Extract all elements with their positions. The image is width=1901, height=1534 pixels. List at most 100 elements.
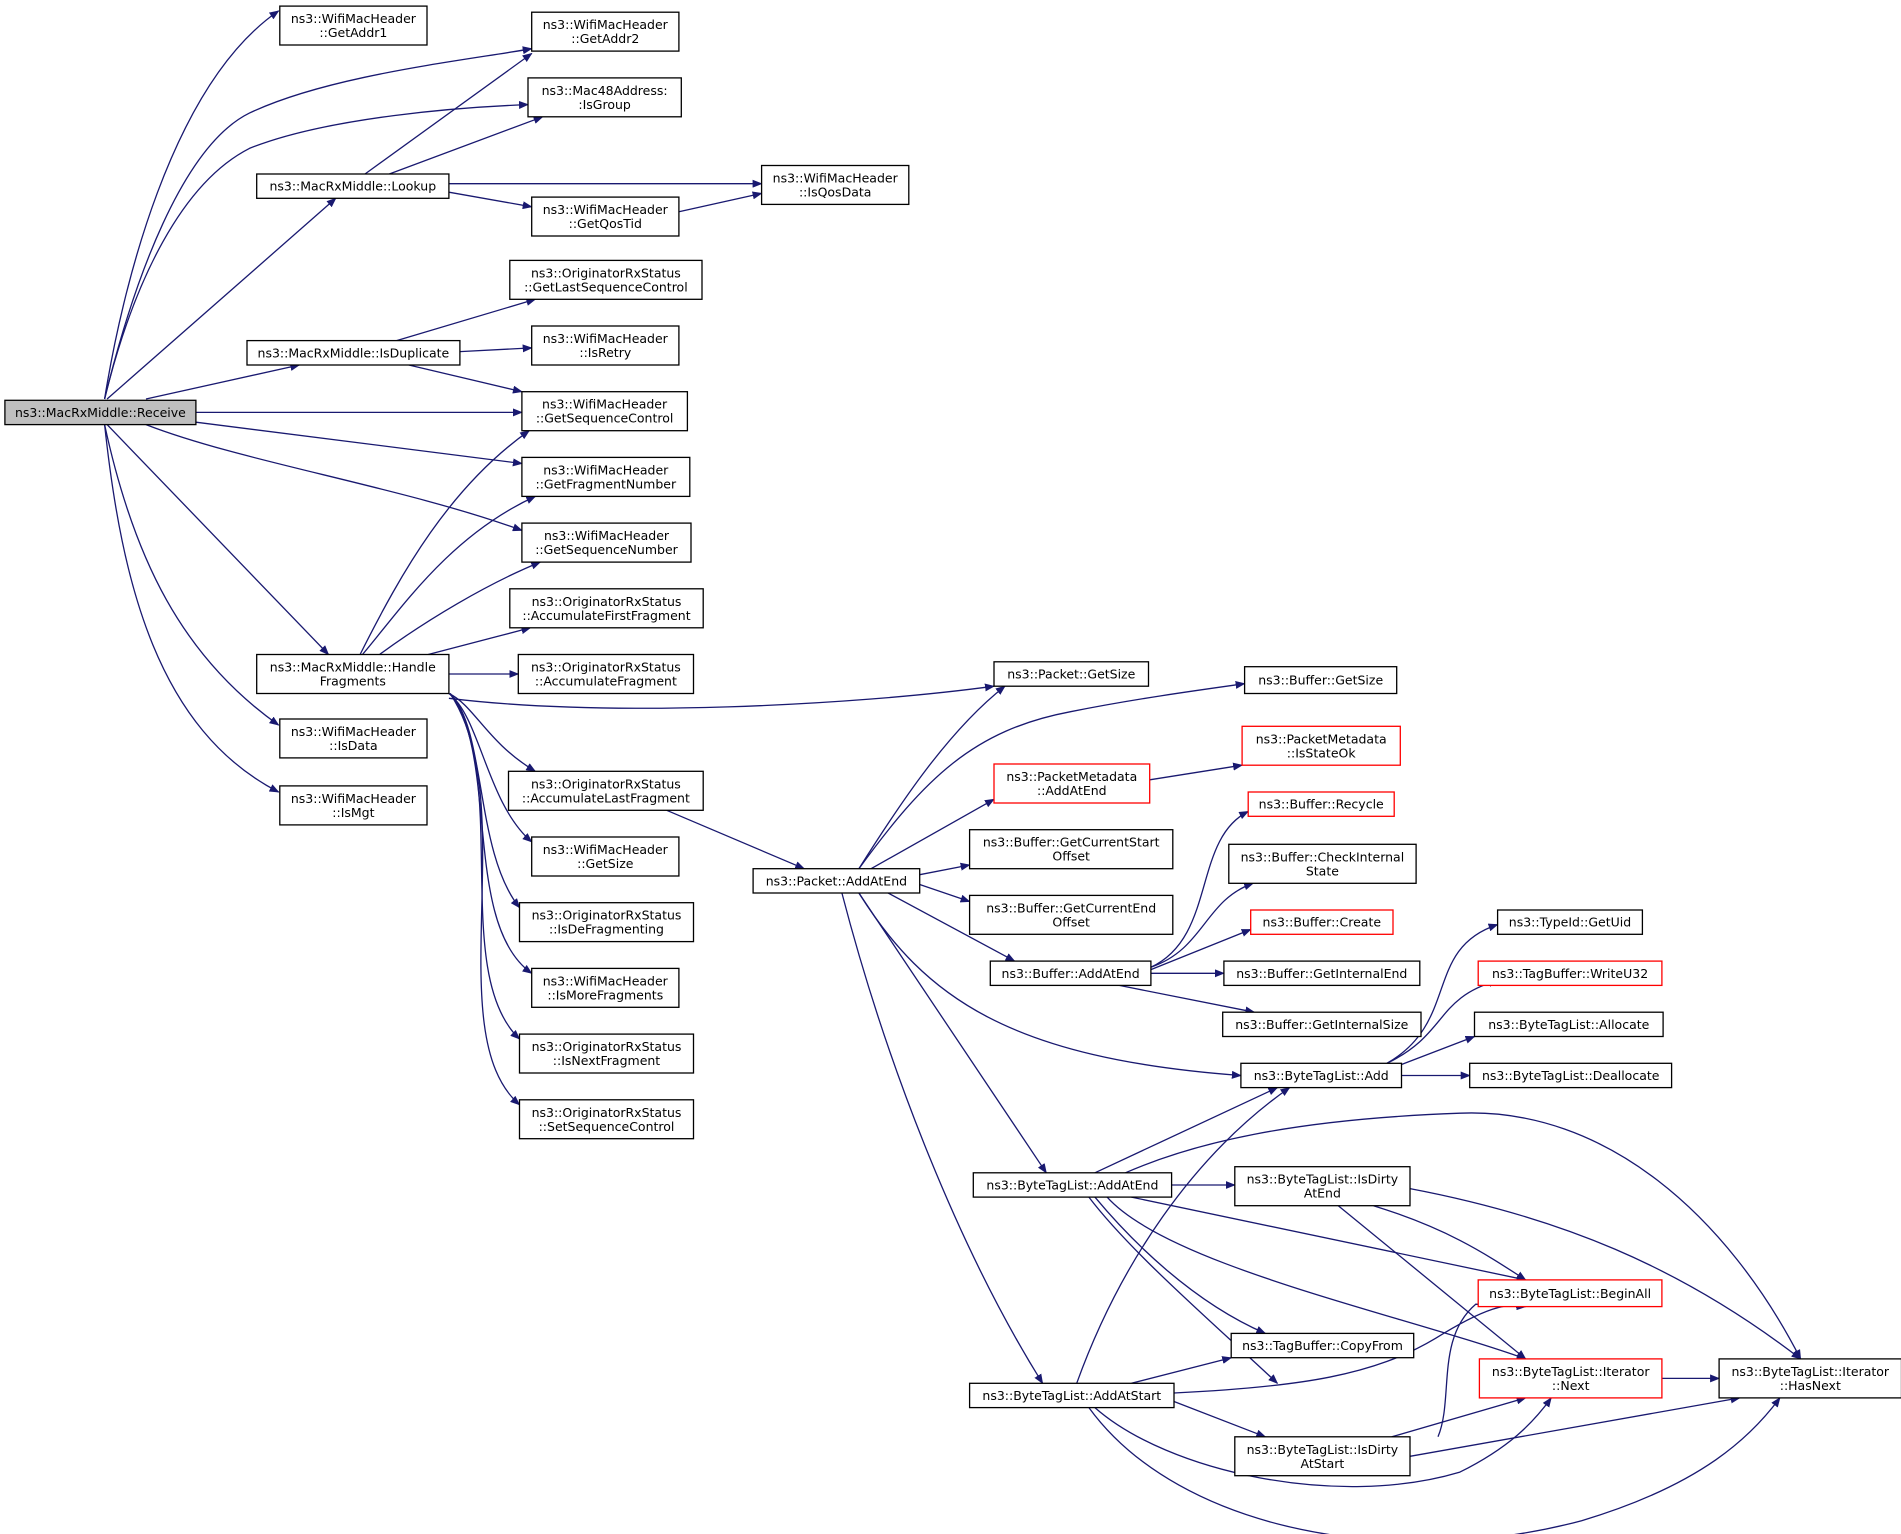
node-label: ::IsQosData [799,184,871,199]
node-btlnext[interactable]: ns3::ByteTagList::Iterator::Next [1478,1358,1663,1399]
node-box [1473,1011,1664,1038]
edge-lookup-to-getqostid [448,191,533,210]
edge-receive-to-getaddr1 [103,10,280,400]
node-label: ns3::WifiMacHeader [543,462,669,477]
node-baddatend[interactable]: ns3::Buffer::AddAtEnd [989,960,1152,987]
node-box [1478,1358,1663,1399]
node-label: ns3::Mac48Address: [542,83,668,98]
edge-handlefrag-to-accfirst [428,626,532,656]
edge-paddatend-to-btladdatstart [841,892,1044,1385]
node-label: ::IsData [329,738,377,753]
node-label: ns3::WifiMacHeader [543,17,669,32]
node-receive[interactable]: ns3::MacRxMiddle::Receive [4,399,197,426]
node-label: ns3::TagBuffer::CopyFrom [1242,1338,1403,1353]
node-pmstateok[interactable]: ns3::PacketMetadata::IsStateOk [1241,725,1401,766]
node-label: ns3::TagBuffer::WriteU32 [1492,966,1648,981]
node-label: ns3::Buffer::CheckInternal [1241,849,1405,864]
edge-btldirtystart-to-btlnext [1391,1396,1527,1438]
node-isqosdata[interactable]: ns3::WifiMacHeader::IsQosData [760,164,910,206]
node-label: Offset [1052,914,1090,929]
node-getseqnum[interactable]: ns3::WifiMacHeader::GetSequenceNumber [521,522,692,563]
node-label: ::Next [1552,1378,1590,1393]
node-btladdatstart[interactable]: ns3::ByteTagList::AddAtStart [968,1382,1175,1409]
edge-btladdatstart-to-btlhasnext [1088,1397,1781,1534]
node-label: ns3::Packet::AddAtEnd [766,873,907,888]
node-lookup[interactable]: ns3::MacRxMiddle::Lookup [256,173,450,199]
node-getfragnum[interactable]: ns3::WifiMacHeader::GetFragmentNumber [521,456,691,498]
node-pgetsize[interactable]: ns3::Packet::GetSize [993,661,1150,687]
edge-receive-to-getfragnum [195,421,523,467]
edge-acclast-to-paddatend [666,809,806,870]
node-label: ns3::Packet::GetSize [1007,667,1135,682]
edge-paddatend-to-bcurstart [919,862,971,876]
node-ismorefrag[interactable]: ns3::WifiMacHeader::IsMoreFragments [531,967,680,1008]
node-getqostid[interactable]: ns3::WifiMacHeader::GetQosTid [531,196,680,237]
node-accfirst[interactable]: ns3::OriginatorRxStatus::AccumulateFirst… [509,588,704,629]
node-isdata[interactable]: ns3::WifiMacHeader::IsData [279,718,428,759]
node-typeidgetuid[interactable]: ns3::TypeId::GetUid [1496,909,1644,935]
node-btlhasnext[interactable]: ns3::ByteTagList::Iterator::HasNext [1718,1358,1901,1399]
node-getlastseqctl[interactable]: ns3::OriginatorRxStatus::GetLastSequence… [509,259,703,300]
node-bgetsize[interactable]: ns3::Buffer::GetSize [1243,666,1398,695]
node-btldealloc[interactable]: ns3::ByteTagList::Deallocate [1469,1062,1673,1089]
edge-baddatend-to-bcreate [1150,928,1252,971]
edge-paddatend-to-pmaddatend [870,798,995,870]
node-label: ns3::MacRxMiddle::Handle [270,660,436,675]
node-getaddr1[interactable]: ns3::WifiMacHeader::GetAddr1 [279,5,428,46]
node-label: ::AccumulateLastFragment [522,790,690,805]
node-label: ::AddAtEnd [1037,783,1107,798]
node-brecycle[interactable]: ns3::Buffer::Recycle [1247,791,1395,817]
edge-receive-to-handlefrag [106,424,330,656]
node-label: ns3::OriginatorRxStatus [531,660,681,675]
node-label: ns3::Buffer::GetCurrentEnd [986,900,1156,915]
node-bcreate[interactable]: ns3::Buffer::Create [1250,909,1394,935]
node-btladdatend[interactable]: ns3::ByteTagList::AddAtEnd [972,1172,1173,1198]
node-isretry[interactable]: ns3::WifiMacHeader::IsRetry [531,325,680,366]
edge-handlefrag-to-getseqnum [379,561,542,656]
node-label: ns3::Buffer::Recycle [1259,797,1384,812]
node-isduplicate[interactable]: ns3::MacRxMiddle::IsDuplicate [246,339,461,366]
node-box [989,960,1152,987]
node-paddatend[interactable]: ns3::Packet::AddAtEnd [752,868,921,894]
edge-handlefrag-to-acclast [448,692,537,772]
node-label: ns3::WifiMacHeader [543,842,669,857]
node-btladd[interactable]: ns3::ByteTagList::Add [1240,1062,1403,1089]
node-box [972,1172,1173,1198]
node-wgetsize[interactable]: ns3::WifiMacHeader::GetSize [531,836,680,877]
node-accfrag[interactable]: ns3::OriginatorRxStatus::AccumulateFragm… [517,653,695,695]
node-label: ::GetFragmentNumber [535,476,676,491]
node-btlalloc[interactable]: ns3::ByteTagList::Allocate [1473,1011,1664,1038]
node-getseqctl[interactable]: ns3::WifiMacHeader::GetSequenceControl [521,391,689,432]
node-bintsize[interactable]: ns3::Buffer::GetInternalSize [1222,1011,1422,1038]
node-label: ns3::PacketMetadata [1006,769,1137,784]
node-label: ns3::WifiMacHeader [543,202,669,217]
edge-isduplicate-to-getseqctl [408,364,523,394]
edge-baddatend-to-bcheck [1150,882,1255,968]
node-isdefrag[interactable]: ns3::OriginatorRxStatus::IsDeFragmenting [518,902,695,943]
node-pmaddatend[interactable]: ns3::PacketMetadata::AddAtEnd [993,763,1151,804]
node-tbwrite[interactable]: ns3::TagBuffer::WriteU32 [1477,960,1663,987]
edge-baddatend-to-bintsize [1119,984,1256,1015]
edge-handlefrag-to-isdefrag [449,693,521,909]
node-label: ns3::ByteTagList::Allocate [1488,1017,1649,1032]
node-btlbeginall[interactable]: ns3::ByteTagList::BeginAll [1477,1279,1663,1308]
node-box [760,164,910,206]
node-tbcopy[interactable]: ns3::TagBuffer::CopyFrom [1230,1332,1415,1359]
node-box [521,456,691,498]
node-getaddr2[interactable]: ns3::WifiMacHeader::GetAddr2 [531,11,680,52]
node-box [256,173,450,199]
node-acclast[interactable]: ns3::OriginatorRxStatus::AccumulateLastF… [507,770,704,811]
node-isgroup[interactable]: ns3::Mac48Address::IsGroup [527,77,682,118]
edge-btladd-to-typeidgetuid [1386,923,1499,1064]
node-bintend[interactable]: ns3::Buffer::GetInternalEnd [1223,960,1421,987]
node-label: ::IsNextFragment [553,1053,661,1068]
node-setseqctl[interactable]: ns3::OriginatorRxStatus::SetSequenceCont… [518,1099,695,1140]
node-ismgt[interactable]: ns3::WifiMacHeader::IsMgt [279,785,428,826]
node-isnextfrag[interactable]: ns3::OriginatorRxStatus::IsNextFragment [518,1033,695,1074]
